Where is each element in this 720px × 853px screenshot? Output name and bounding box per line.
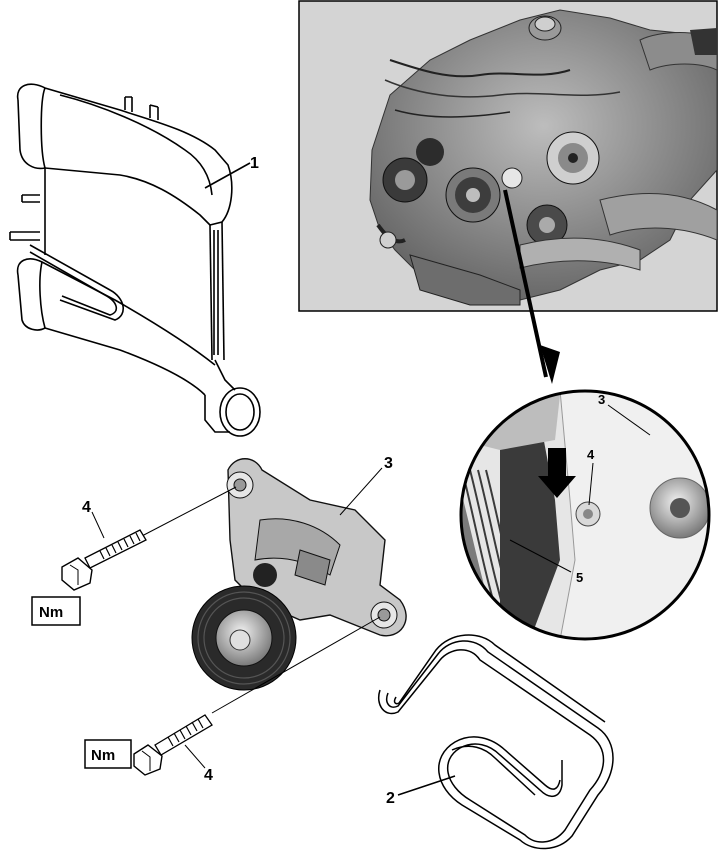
detail-circle-outline [459,389,711,641]
poly-v-belt [378,634,614,850]
detail-callout-bolt: 4 [587,447,595,462]
torque-label-lower: Nm [91,747,115,764]
detail-pointer-line [503,189,548,378]
intercooler-drawing [9,83,261,437]
callout-belt: 2 [386,790,395,807]
detail-callout-pin: 5 [576,570,583,585]
callout-bolt-upper: 4 [82,499,91,516]
torque-spec-upper: Nm [31,596,81,626]
detail-magnifier: 3 4 5 [459,389,711,641]
callout-tensioner: 3 [384,455,393,472]
engine-photo [369,9,717,306]
locking-arrow-icon [538,448,576,498]
callout-bolt-lower: 4 [204,767,213,784]
detail-pointer-cone [540,345,560,384]
callout-intercooler: 1 [250,155,259,172]
engine-photo-panel [298,0,718,312]
torque-spec-lower: Nm [84,739,132,769]
detail-callout-tensioner: 3 [598,392,605,407]
torque-label-upper: Nm [39,604,63,621]
upper-bolt [61,486,237,591]
lower-bolt [133,616,381,776]
tensioner-assembly [191,458,407,691]
